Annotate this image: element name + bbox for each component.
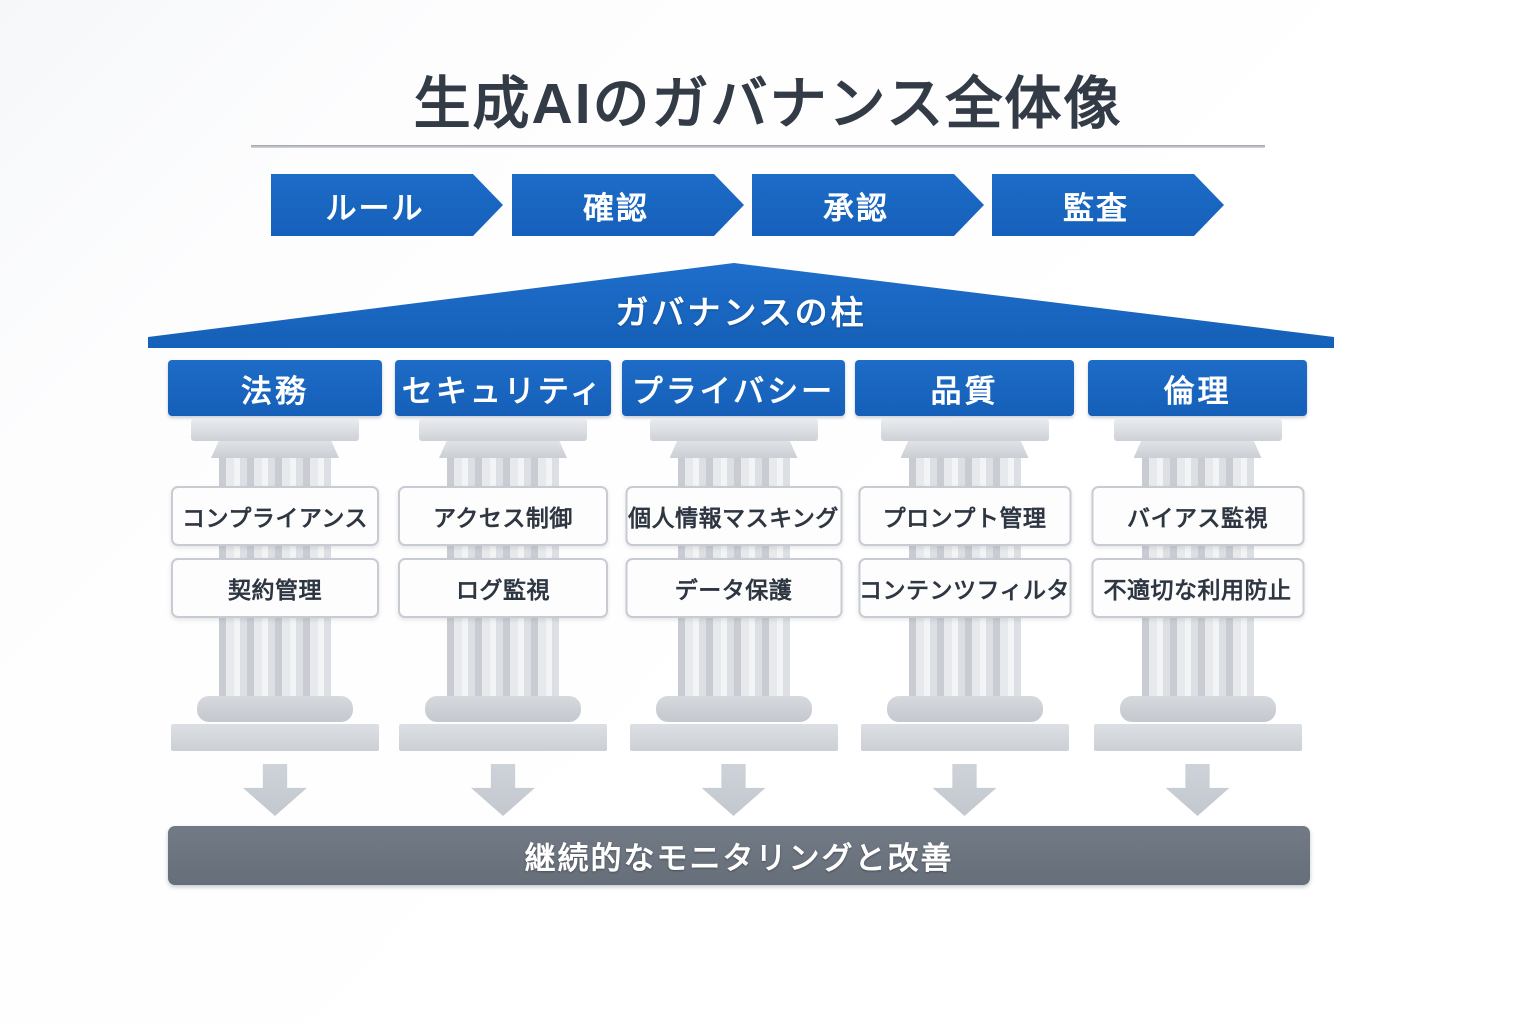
pillar-privacy: プライバシー 個人情報マスキング データ保護 <box>622 360 845 830</box>
pillar-header: 品質 <box>855 360 1074 416</box>
pillar-header: 法務 <box>168 360 382 416</box>
pillar-base <box>886 696 1043 722</box>
pillar-capital-abacus <box>880 419 1049 441</box>
pillar-plinth <box>860 724 1069 751</box>
pillar-item: 個人情報マスキング <box>625 486 842 546</box>
pediment-label: ガバナンスの柱 <box>615 294 867 331</box>
pillar-capital-abacus <box>1113 419 1282 441</box>
pillar-header: セキュリティ <box>395 360 611 416</box>
process-step-rules: ルール <box>271 174 503 236</box>
pillar-capital-abacus <box>649 419 818 441</box>
pillar-base <box>655 696 812 722</box>
pillar-base <box>1119 696 1276 722</box>
pillar-ethics: 倫理 バイアス監視 不適切な利用防止 <box>1088 360 1307 830</box>
pillar-security: セキュリティ アクセス制御 ログ監視 <box>395 360 611 830</box>
pillar-capital-echinus <box>439 441 567 458</box>
pediment-roof: ガバナンスの柱 <box>148 263 1334 348</box>
pillar-capital-echinus <box>211 441 339 458</box>
pillar-quality: 品質 プロンプト管理 コンテンツフィルタ <box>855 360 1074 830</box>
pillar-header: プライバシー <box>622 360 845 416</box>
pillar-item: ログ監視 <box>398 558 608 618</box>
page-title: 生成AIのガバナンス全体像 <box>413 72 1123 136</box>
pillar-item: コンプライアンス <box>171 486 379 546</box>
pillar-plinth <box>629 724 838 751</box>
pillar-plinth <box>399 724 607 751</box>
process-step-check: 確認 <box>512 174 744 236</box>
pillar-base <box>197 696 353 722</box>
pillar-capital-abacus <box>191 419 359 441</box>
pillar-item: データ保護 <box>625 558 842 618</box>
pillar-item: アクセス制御 <box>398 486 608 546</box>
pillar-item: プロンプト管理 <box>858 486 1071 546</box>
down-arrow-icon <box>1165 764 1230 816</box>
pillar-plinth <box>171 724 379 751</box>
process-step-audit: 監査 <box>992 174 1224 236</box>
pillar-plinth <box>1093 724 1302 751</box>
down-arrow-icon <box>243 764 307 816</box>
pillar-capital-echinus <box>1133 441 1262 458</box>
pillar-header: 倫理 <box>1088 360 1307 416</box>
pillar-base <box>425 696 581 722</box>
pillar-capital-echinus <box>900 441 1029 458</box>
pillar-item: バイアス監視 <box>1091 486 1304 546</box>
footer-monitoring-bar: 継続的なモニタリングと改善 <box>168 826 1310 885</box>
down-arrow-icon <box>701 764 766 816</box>
pillar-capital-abacus <box>419 419 587 441</box>
process-step-approval: 承認 <box>752 174 984 236</box>
pillar-item: 不適切な利用防止 <box>1091 558 1304 618</box>
pillar-capital-echinus <box>669 441 798 458</box>
process-flow: ルール 確認 承認 監査 <box>0 174 1536 236</box>
pillar-item: 契約管理 <box>171 558 379 618</box>
pillar-item: コンテンツフィルタ <box>858 558 1071 618</box>
down-arrow-icon <box>932 764 997 816</box>
title-divider <box>251 145 1265 148</box>
pillar-legal: 法務 コンプライアンス 契約管理 <box>168 360 382 830</box>
down-arrow-icon <box>471 764 535 816</box>
